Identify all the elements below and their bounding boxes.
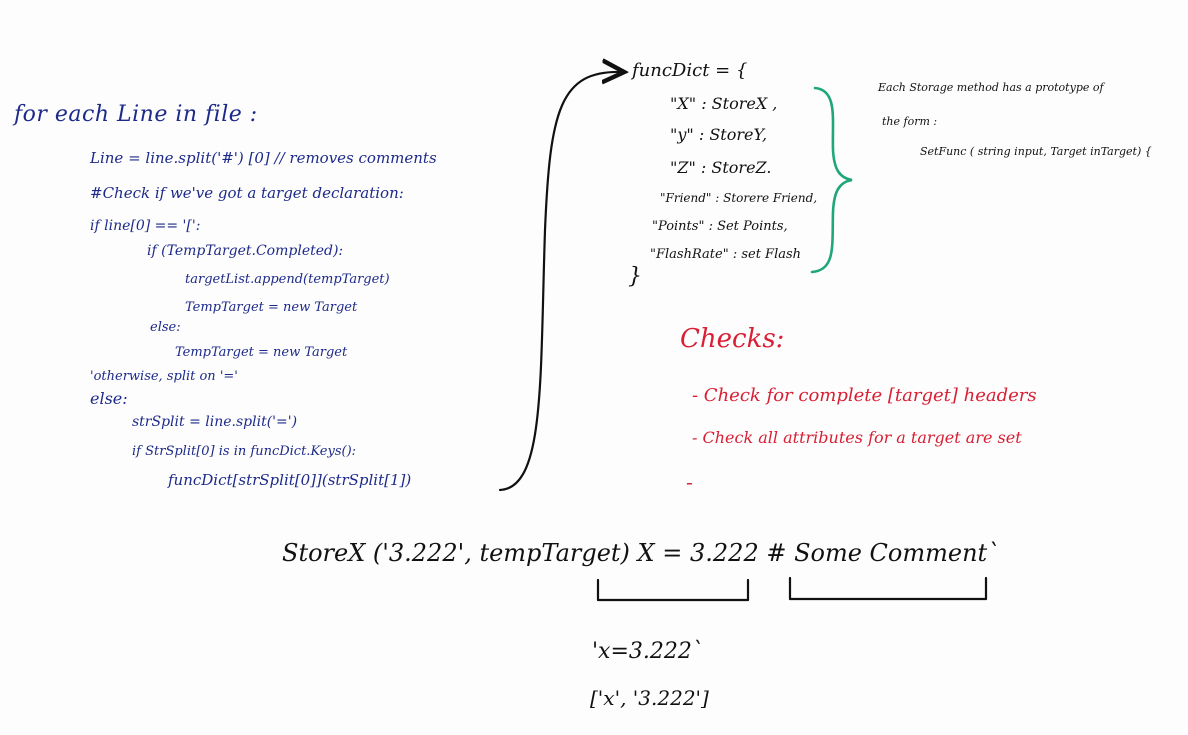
note-line: SetFunc ( string input, Target inTarget)… — [920, 145, 1152, 158]
check-item: - Check all attributes for a target are … — [692, 428, 1022, 447]
dict-row: "FlashRate" : set Flash — [650, 247, 802, 262]
pseudocode-line: else: — [90, 389, 128, 408]
note-line: the form : — [882, 115, 938, 128]
pseudocode-line: else: — [150, 320, 181, 335]
pseudocode-line: funcDict[strSplit[0]](strSplit[1]) — [168, 471, 412, 489]
pseudocode-line: if (TempTarget.Completed): — [147, 243, 344, 259]
connector-arrow — [498, 72, 622, 492]
pseudocode-line: TempTarget = new Target — [185, 300, 358, 315]
pseudocode-line: 'otherwise, split on '=' — [90, 369, 238, 384]
check-item: - Check for complete [target] headers — [692, 385, 1037, 406]
pseudocode-line: Line = line.split('#') [0] // removes co… — [90, 149, 437, 167]
dict-row: "Points" : Set Points, — [652, 219, 788, 234]
pseudocode-line: TempTarget = new Target — [175, 345, 348, 360]
dict-row: "X" : StoreX , — [670, 94, 778, 113]
pseudocode-line: if StrSplit[0] is in funcDict.Keys(): — [132, 444, 357, 459]
dict-row: "Friend" : Storere Friend, — [660, 191, 818, 205]
bracket-assignment — [596, 578, 750, 602]
dict-row: "Z" : StoreZ. — [670, 158, 772, 177]
pseudocode-line: #Check if we've got a target declaration… — [90, 184, 404, 202]
example-bottom: ['x', '3.222'] — [590, 686, 709, 710]
checks-title: Checks: — [680, 324, 785, 354]
example-main: StoreX ('3.222', tempTarget) X = 3.222 #… — [282, 539, 1000, 567]
example-middle: 'x=3.222` — [592, 639, 703, 664]
pseudocode-line: strSplit = line.split('=') — [132, 414, 298, 430]
note-line: Each Storage method has a prototype of — [878, 81, 1104, 94]
dict-close-brace: } — [628, 264, 642, 289]
green-curly-brace — [810, 86, 853, 274]
pseudocode-title: for each Line in file : — [14, 102, 258, 127]
pseudocode-line: targetList.append(tempTarget) — [185, 272, 390, 287]
bracket-comment — [788, 576, 988, 601]
check-item: - — [686, 470, 693, 494]
dict-header: funcDict = { — [632, 60, 748, 81]
dict-row: "y" : StoreY, — [670, 125, 768, 144]
pseudocode-line: if line[0] == '[': — [90, 218, 201, 234]
